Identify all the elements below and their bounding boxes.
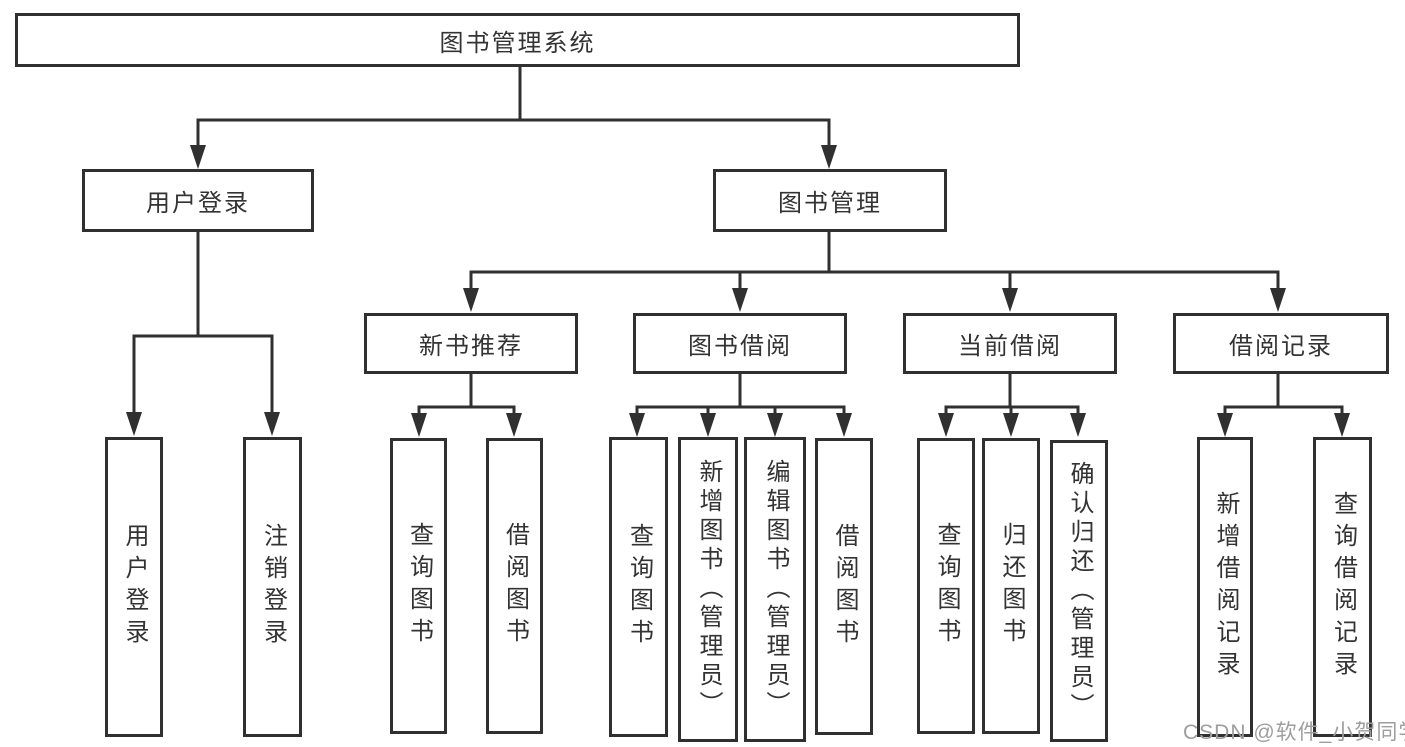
node-label: 当前借阅 bbox=[958, 333, 1062, 360]
node-label: 查询图书 bbox=[625, 523, 653, 651]
leaf-recommend-query-books: 查询图书 bbox=[390, 438, 447, 734]
node-label: 借阅图书 bbox=[501, 522, 529, 650]
node-label: 编辑图书（管理员） bbox=[762, 459, 789, 720]
leaf-records-add-record: 新增借阅记录 bbox=[1197, 437, 1253, 737]
csdn-watermark: CSDN @软件_小贺同学 bbox=[1183, 721, 1405, 744]
node-label: 归还图书 bbox=[998, 522, 1025, 650]
leaf-borrowing-query-books: 查询图书 bbox=[609, 437, 668, 737]
node-book-borrowing: 图书借阅 bbox=[633, 313, 847, 374]
node-book-management: 图书管理 bbox=[713, 169, 947, 232]
node-user-login: 用户登录 bbox=[82, 169, 314, 232]
leaf-recommend-borrow-books: 借阅图书 bbox=[486, 438, 543, 734]
node-label: 图书借阅 bbox=[688, 333, 792, 360]
node-label: 图书管理系统 bbox=[439, 29, 596, 57]
arrow-down-icons bbox=[126, 145, 1350, 437]
leaf-borrowing-add-books-admin: 新增图书（管理员） bbox=[678, 437, 738, 742]
node-label: 用户登录 bbox=[146, 190, 250, 217]
node-new-book-recommend: 新书推荐 bbox=[364, 313, 578, 374]
leaf-records-query-record: 查询借阅记录 bbox=[1313, 437, 1372, 737]
node-label: 图书管理 bbox=[778, 190, 882, 217]
node-label: 查询借阅记录 bbox=[1329, 491, 1357, 683]
node-label: 注销登录 bbox=[259, 523, 287, 651]
node-current-borrowing: 当前借阅 bbox=[903, 313, 1117, 374]
node-label: 查询图书 bbox=[933, 522, 960, 650]
node-library-system: 图书管理系统 bbox=[15, 13, 1020, 67]
leaf-current-confirm-return-admin: 确认归还（管理员） bbox=[1050, 440, 1108, 742]
leaf-current-return-books: 归还图书 bbox=[982, 438, 1040, 734]
node-label: 新书推荐 bbox=[419, 333, 523, 360]
leaf-current-query-books: 查询图书 bbox=[917, 438, 975, 734]
node-label: 查询图书 bbox=[405, 522, 433, 650]
leaf-borrowing-borrow-books: 借阅图书 bbox=[815, 438, 873, 735]
node-borrowing-records: 借阅记录 bbox=[1173, 313, 1389, 374]
node-label: 新增借阅记录 bbox=[1212, 491, 1239, 683]
node-label: 借阅图书 bbox=[831, 522, 858, 651]
node-label: 用户登录 bbox=[121, 523, 148, 651]
node-label: 新增图书（管理员） bbox=[695, 459, 722, 720]
leaf-logout-login: 注销登录 bbox=[243, 437, 302, 737]
node-label: 借阅记录 bbox=[1229, 333, 1333, 360]
leaf-user-login: 用户登录 bbox=[105, 437, 163, 737]
leaf-borrowing-edit-books-admin: 编辑图书（管理员） bbox=[744, 437, 806, 742]
node-label: 确认归还（管理员） bbox=[1066, 460, 1093, 722]
